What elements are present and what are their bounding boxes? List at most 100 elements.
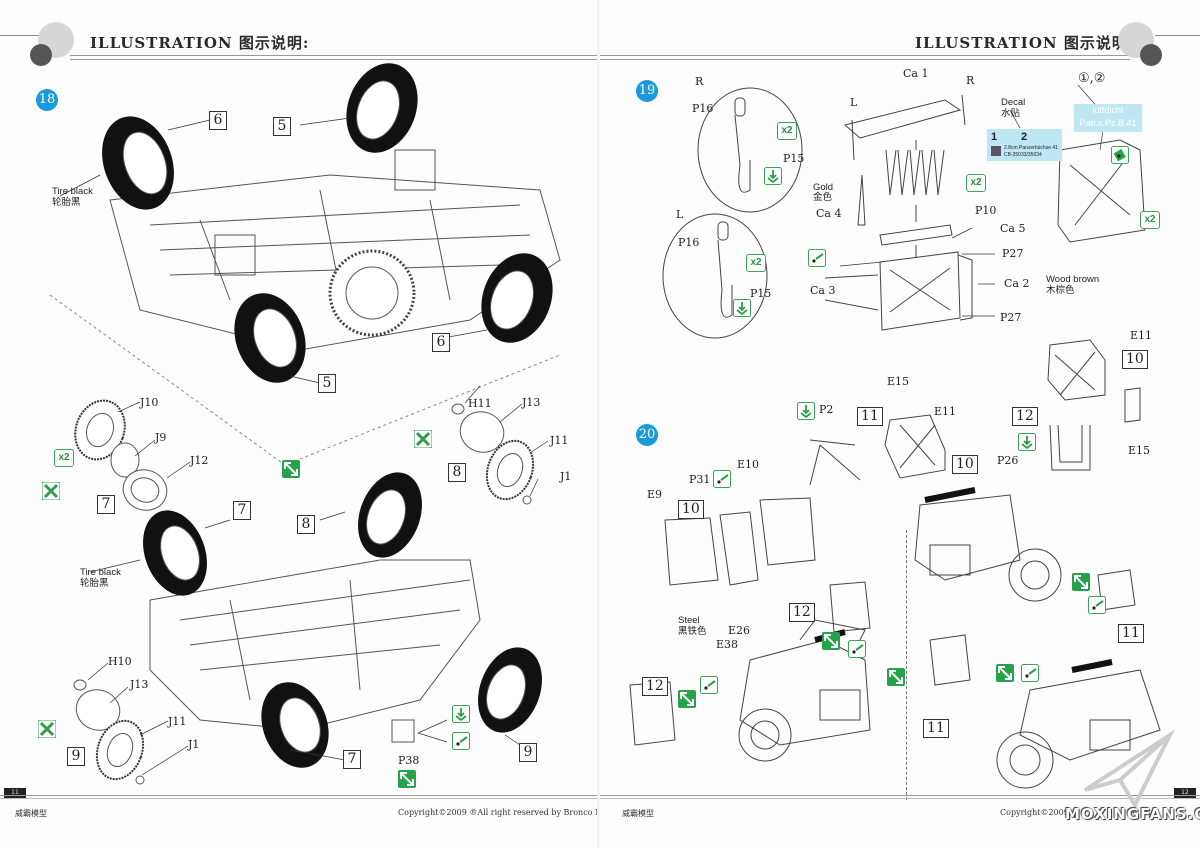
- wood-brown-paint-label: Wood brown: [1046, 274, 1100, 285]
- assemble-icon: [822, 632, 840, 650]
- gold-paint-label-zh: 金色: [813, 192, 833, 203]
- bend-down-icon: [764, 167, 782, 185]
- part-label-P27: P27: [1000, 311, 1022, 324]
- part-label-P31: P31: [689, 473, 711, 486]
- gold-paint-label: Gold: [813, 182, 834, 193]
- page-number: 11: [4, 788, 26, 798]
- wheel-subassembly-drawing: [74, 385, 549, 511]
- decal-apply-icon: [1111, 146, 1129, 164]
- quantity-x2-badge: x2: [777, 122, 797, 140]
- part-label-P15: P15: [783, 152, 805, 165]
- sub-assembly-box-10: 10: [678, 500, 704, 519]
- part-label-H11: H11: [468, 397, 492, 410]
- side-label-L: L: [676, 208, 684, 221]
- glue-cement-icon: [38, 720, 56, 738]
- footer-brand: 威霸模型: [15, 809, 47, 818]
- callout-box-7: 7: [233, 501, 251, 520]
- decal-label-zh: 水贴: [1001, 108, 1021, 119]
- paint-drill-icon: [848, 640, 866, 658]
- sub-assembly-box-9: 9: [67, 747, 85, 766]
- header-divider: [600, 55, 1130, 60]
- sub-assembly-box-11: 11: [857, 407, 883, 426]
- decal-stencil-line-1: luftdicht: [1092, 105, 1124, 115]
- part-label-J10: J10: [140, 396, 159, 409]
- tire-black-label-zh: 轮胎黑: [80, 578, 109, 589]
- sub-assembly-box-10: 10: [952, 455, 978, 474]
- part-label-P15: P15: [750, 287, 772, 300]
- sub-assembly-box-8: 8: [448, 463, 466, 482]
- bend-down-icon: [1018, 433, 1036, 451]
- callout-box-5: 5: [318, 374, 336, 393]
- bend-down-icon: [733, 299, 751, 317]
- page-title: ILLUSTRATION 图示说明:: [915, 34, 1135, 52]
- assemble-icon: [1072, 573, 1090, 591]
- glue-cement-icon: [42, 482, 60, 500]
- part-label-P38: P38: [398, 754, 420, 767]
- part-label-J12: J12: [190, 454, 209, 467]
- header-decor-circle-dark: [30, 44, 52, 66]
- step19-drawing: [662, 84, 1146, 339]
- decal-number-1: 1: [991, 131, 998, 143]
- header-divider: [70, 55, 600, 60]
- part-label-E11: E11: [1130, 329, 1153, 342]
- alternative-divider: [906, 530, 907, 800]
- quantity-x2-badge: x2: [54, 449, 74, 467]
- callout-box-6: 6: [432, 333, 450, 352]
- sub-assembly-box-11: 11: [1118, 624, 1144, 643]
- instruction-page-12: ILLUSTRATION 图示说明: 19: [600, 0, 1200, 848]
- footer-brand: 威霸模型: [622, 809, 654, 818]
- part-label-E26: E26: [728, 624, 751, 637]
- part-label-E38: E38: [716, 638, 739, 651]
- assemble-icon: [887, 668, 905, 686]
- assemble-icon: [678, 690, 696, 708]
- part-label-E15: E15: [887, 375, 910, 388]
- part-label-P10: P10: [975, 204, 997, 217]
- sub-assembly-box-12: 12: [789, 603, 815, 622]
- part-label-H10: H10: [108, 655, 132, 668]
- part-label-J13: J13: [130, 678, 149, 691]
- step-number-18: 18: [36, 89, 58, 111]
- page-title: ILLUSTRATION 图示说明:: [90, 34, 310, 52]
- part-label-Ca5: Ca 5: [1000, 222, 1026, 235]
- decal-sheet-preview: 1 2 2.8cm Panzerbüchse 41 CB-35033/35034: [987, 129, 1062, 161]
- part-label-Ca4: Ca 4: [816, 207, 842, 220]
- tire-black-label: Tire black: [80, 567, 121, 578]
- part-label-P16: P16: [692, 102, 714, 115]
- side-label-R: R: [966, 74, 975, 87]
- part-label-E15: E15: [1128, 444, 1151, 457]
- part-label-P27: P27: [1002, 247, 1024, 260]
- paint-drill-icon: [808, 249, 826, 267]
- part-label-J1: J1: [560, 470, 572, 483]
- side-label-R: R: [695, 75, 704, 88]
- decal-sheet-title: 2.8cm Panzerbüchse 41: [1004, 145, 1058, 151]
- callout-box-9: 9: [519, 743, 537, 762]
- decal-sheet-code: CB-35033/35034: [1004, 152, 1042, 158]
- part-label-E11: E11: [934, 405, 957, 418]
- assemble-icon: [398, 770, 416, 788]
- part-label-J11: J11: [168, 715, 187, 728]
- footer-divider: [600, 795, 1200, 799]
- decal-sheet-thumbnail: [991, 146, 1001, 156]
- tire-black-label: Tire black: [52, 186, 93, 197]
- sub-assembly-box-7: 7: [97, 495, 115, 514]
- callout-box-6: 6: [209, 111, 227, 130]
- instruction-page-11: ILLUSTRATION 图示说明: 18: [0, 22, 625, 818]
- glue-cement-icon: [414, 430, 432, 448]
- part-label-J9: J9: [155, 431, 167, 444]
- callout-box-5: 5: [273, 117, 291, 136]
- bend-down-icon: [797, 402, 815, 420]
- quantity-x2-badge: x2: [966, 174, 986, 192]
- footer-copyright: Copyright©2009: [1000, 808, 1069, 817]
- watermark-text: MOXINGFANS.COM: [1065, 805, 1200, 823]
- decal-number-2: 2: [1021, 131, 1028, 143]
- sub-assembly-box-12: 12: [642, 677, 668, 696]
- header-decor-circle-dark: [1140, 44, 1162, 66]
- step-number-19: 19: [636, 80, 658, 102]
- decal-stencil-line-2: Patr.s.Pz.B.41: [1079, 118, 1137, 128]
- header-rule: [1155, 35, 1200, 36]
- part-label-J1: J1: [188, 738, 200, 751]
- part-label-Ca2: Ca 2: [1004, 277, 1030, 290]
- watermark-paper-plane-logo: [1083, 729, 1176, 810]
- part-label-J13: J13: [522, 396, 541, 409]
- footer-copyright: Copyright©2009 ®All right reserved by Br…: [398, 808, 625, 817]
